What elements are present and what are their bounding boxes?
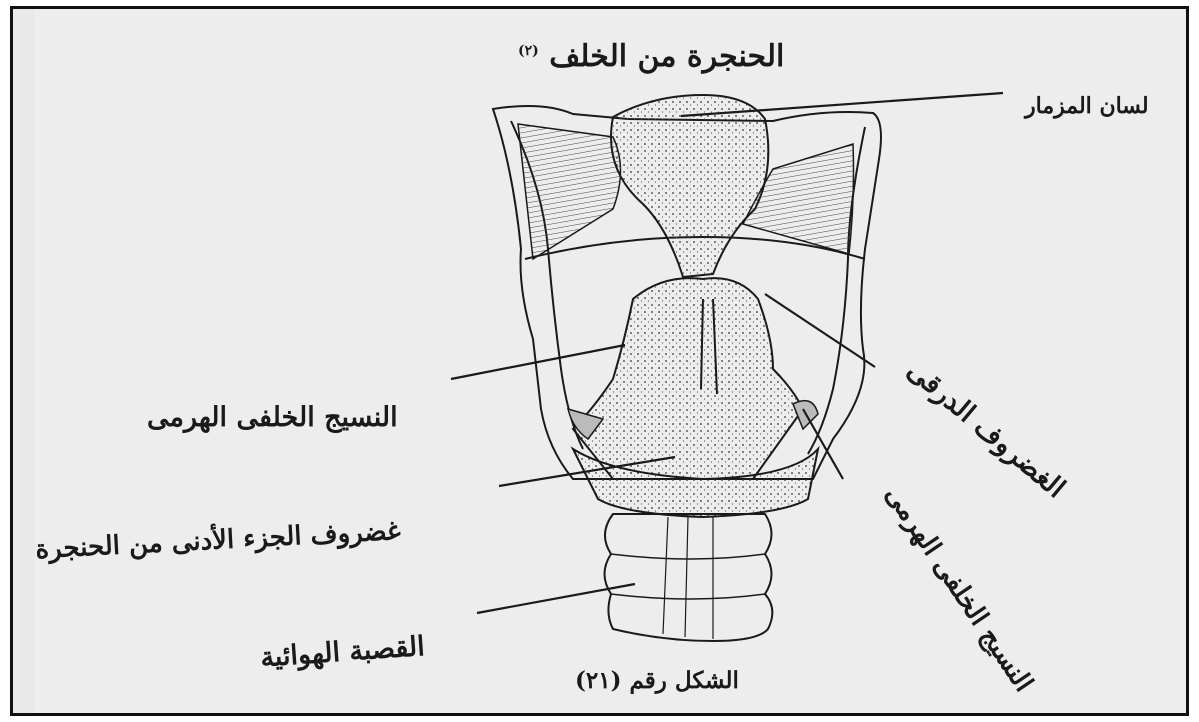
figure-title: الحنجرة من الخلف (٢) [518, 39, 784, 74]
label-arytenoid-left: النسيج الخلفى الهرمى [147, 402, 398, 433]
label-epiglottis: لسان المزمار [1025, 93, 1149, 119]
figure-caption: الشكل رقم (٢١) [575, 667, 739, 694]
leader-thyroid [765, 294, 875, 367]
larynx-diagram [13, 9, 1186, 713]
trachea-shape [605, 514, 773, 641]
epiglottis-shape [611, 95, 768, 277]
left-muscle [518, 124, 621, 259]
leader-trachea [477, 584, 635, 613]
figure-frame: الحنجرة من الخلف (٢) لسان المزمار الغضرو… [10, 6, 1189, 716]
leader-arytenoid-left [451, 345, 625, 379]
arytenoid-region [573, 278, 803, 479]
